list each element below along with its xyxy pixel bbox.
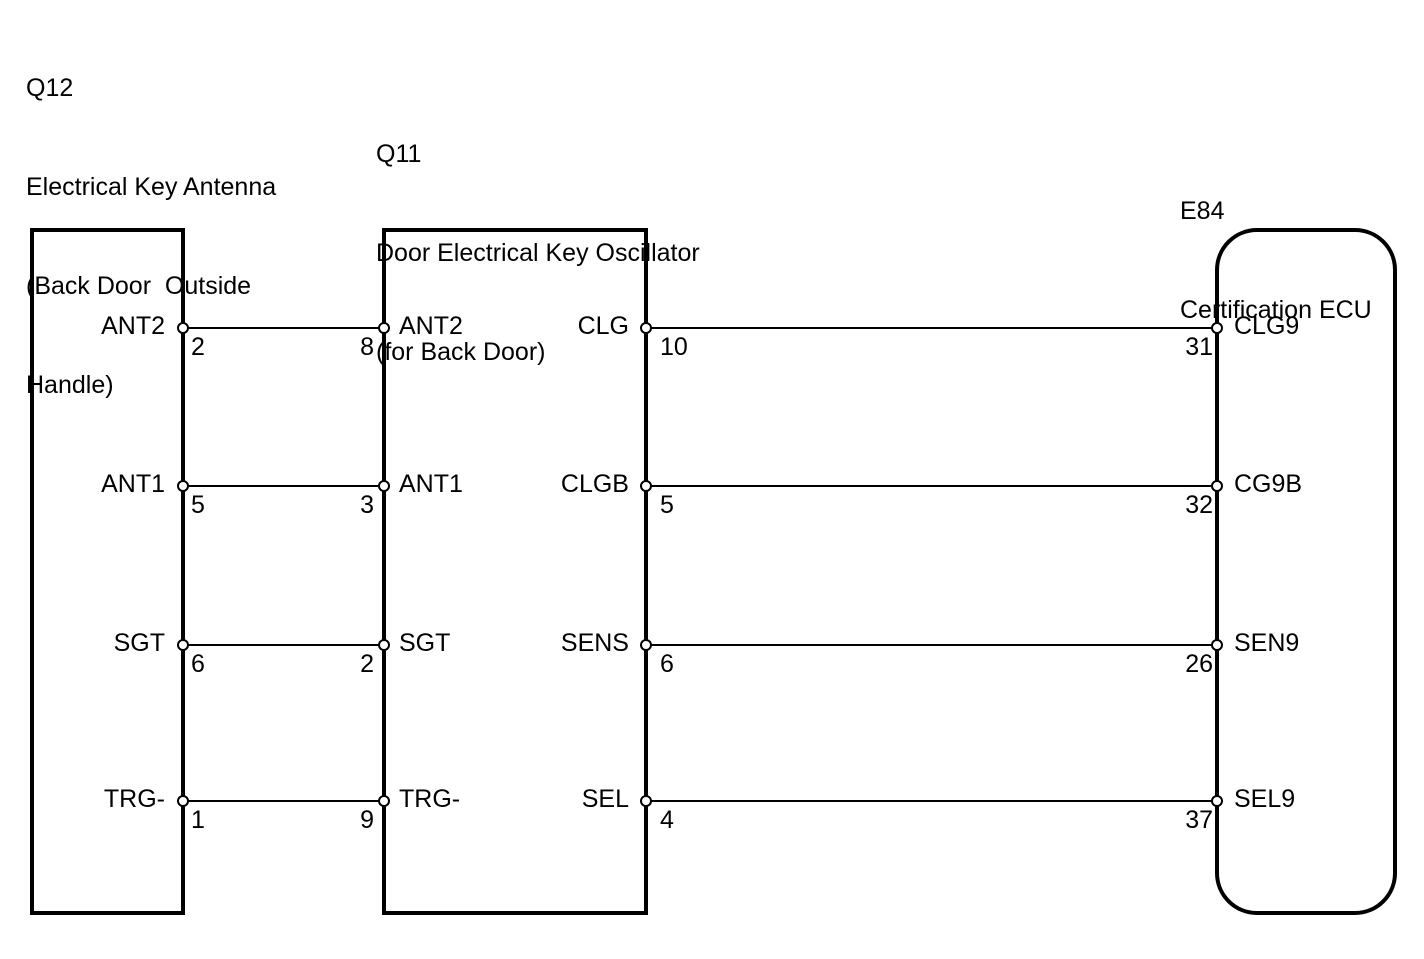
pin-e84-37 xyxy=(1211,795,1223,807)
pin-q11-8 xyxy=(378,322,390,334)
terminal-label-e84: CLG9 xyxy=(1234,312,1299,340)
pin-q11-6 xyxy=(640,639,652,651)
pin-number-e84: 37 xyxy=(1185,806,1213,834)
pin-number-e84: 32 xyxy=(1185,491,1213,519)
terminal-label-q11: SEL xyxy=(582,785,629,813)
pin-number-q11: 2 xyxy=(360,650,374,678)
pin-q12-1 xyxy=(177,795,189,807)
terminal-label-e84: CG9B xyxy=(1234,470,1302,498)
terminal-label-q11: CLG xyxy=(578,312,629,340)
pin-q11-4 xyxy=(640,795,652,807)
q12-name-line-3: Handle) xyxy=(26,371,114,399)
q12-box xyxy=(30,228,185,915)
pin-q12-2 xyxy=(177,322,189,334)
q11-box xyxy=(382,228,648,915)
pin-q11-10 xyxy=(640,322,652,334)
pin-number-q11: 6 xyxy=(660,650,674,678)
pin-q12-5 xyxy=(177,480,189,492)
terminal-label-q12: SGT xyxy=(114,629,165,657)
e84-box xyxy=(1215,228,1397,915)
q12-name-line-1: Electrical Key Antenna xyxy=(26,173,277,201)
terminal-label-q11: SGT xyxy=(399,629,450,657)
pin-number-q12: 1 xyxy=(191,806,205,834)
e84-name-line-1: Certification ECU xyxy=(1180,296,1372,324)
terminal-label-e84: SEL9 xyxy=(1234,785,1295,813)
terminal-label-q11: CLGB xyxy=(561,470,629,498)
terminal-label-q11: ANT1 xyxy=(399,470,463,498)
pin-e84-31 xyxy=(1211,322,1223,334)
pin-number-e84: 31 xyxy=(1185,333,1213,361)
terminal-label-q12: ANT2 xyxy=(101,312,165,340)
terminal-label-q12: ANT1 xyxy=(101,470,165,498)
pin-number-q11: 10 xyxy=(660,333,688,361)
q12-title: Q12 Electrical Key Antenna (Back Door Ou… xyxy=(26,6,276,435)
q11-name-line-2: (for Back Door) xyxy=(376,338,546,366)
pin-number-q12: 5 xyxy=(191,491,205,519)
q11-code: Q11 xyxy=(376,140,422,168)
e84-title: E84 Certification ECU xyxy=(1180,129,1372,360)
e84-code: E84 xyxy=(1180,197,1225,225)
pin-q11-5 xyxy=(640,480,652,492)
pin-e84-32 xyxy=(1211,480,1223,492)
pin-number-q11: 9 xyxy=(360,806,374,834)
terminal-label-q11: SENS xyxy=(561,629,629,657)
pin-number-e84: 26 xyxy=(1185,650,1213,678)
q12-code: Q12 xyxy=(26,74,74,102)
pin-number-q12: 6 xyxy=(191,650,205,678)
pin-q12-6 xyxy=(177,639,189,651)
terminal-label-q11: ANT2 xyxy=(399,312,463,340)
pin-q11-2 xyxy=(378,639,390,651)
terminal-label-q12: TRG- xyxy=(104,785,165,813)
pin-q11-3 xyxy=(378,480,390,492)
pin-e84-26 xyxy=(1211,639,1223,651)
pin-number-q11: 4 xyxy=(660,806,674,834)
pin-number-q12: 2 xyxy=(191,333,205,361)
pin-number-q11: 5 xyxy=(660,491,674,519)
pin-number-q11: 8 xyxy=(360,333,374,361)
q12-name-line-2: (Back Door Outside xyxy=(26,272,252,300)
terminal-label-q11: TRG- xyxy=(399,785,460,813)
terminal-label-e84: SEN9 xyxy=(1234,629,1299,657)
pin-q11-9 xyxy=(378,795,390,807)
pin-number-q11: 3 xyxy=(360,491,374,519)
